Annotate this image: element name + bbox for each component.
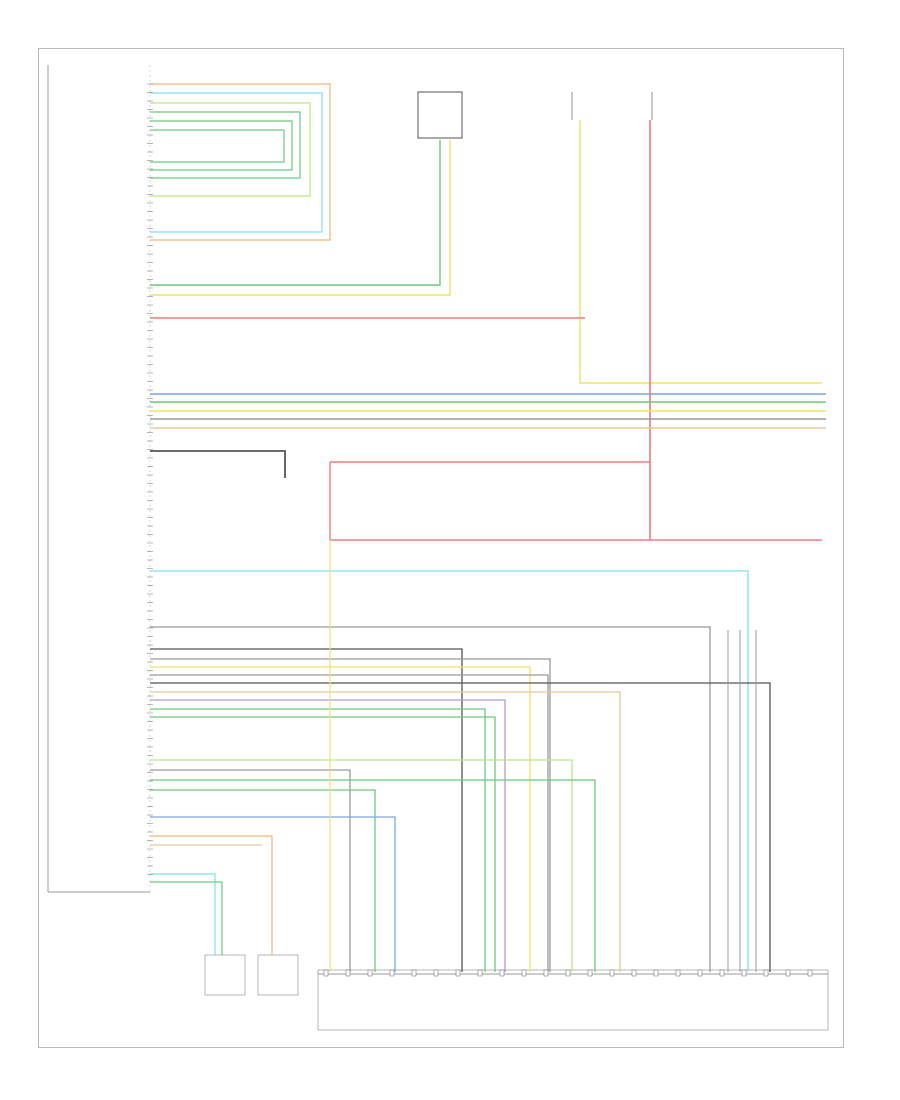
bottom-component-1	[204, 954, 246, 996]
wire-lower-10	[150, 716, 496, 972]
wire-orange-stub	[150, 835, 273, 955]
connector-pin	[587, 969, 593, 977]
connector-pin	[565, 969, 571, 977]
wire-yellow-feed	[579, 120, 822, 384]
wire-yellow-to-top-component	[150, 140, 451, 296]
connector-pin	[675, 969, 681, 977]
connector-pin	[499, 969, 505, 977]
wire-red-branch-lower	[329, 462, 650, 541]
wire-lower-9	[150, 708, 486, 972]
connector-pin	[543, 969, 549, 977]
wire-lower-6	[150, 682, 771, 972]
connector-pin	[763, 969, 769, 977]
wire-lower-2	[150, 648, 463, 972]
wire-lower-8	[150, 699, 506, 972]
connector-pin	[367, 969, 373, 977]
wire-lower-14	[150, 789, 376, 972]
connector-pin	[433, 969, 439, 977]
connector-pin	[631, 969, 637, 977]
wire-green-loop-2	[150, 120, 293, 171]
wire-orange-loop	[150, 83, 331, 241]
connector-pin	[785, 969, 791, 977]
wire-green-to-top-component	[150, 140, 441, 286]
wire-red-feed-2	[649, 120, 822, 541]
wire-lower-15	[150, 816, 396, 972]
wire-lower-7	[150, 691, 621, 972]
diagram-frame	[38, 48, 844, 1048]
connector-pin	[411, 969, 417, 977]
connector-pin	[455, 969, 461, 977]
connector-pin	[521, 969, 527, 977]
wire-lower-1	[150, 626, 711, 972]
wire-lower-11	[150, 759, 573, 972]
connector-pin	[719, 969, 725, 977]
connector-pin	[345, 969, 351, 977]
pin-ticks-group	[147, 83, 813, 977]
top-component-box	[417, 91, 463, 139]
connector-pin	[697, 969, 703, 977]
connector-pin	[389, 969, 395, 977]
connector-pin	[477, 969, 483, 977]
wire-lower-13	[150, 779, 596, 972]
wire-green-loop-1	[150, 111, 301, 179]
bottom-connector-outline	[317, 969, 829, 1031]
connector-pin	[653, 969, 659, 977]
wire-cyan-loop	[150, 92, 323, 233]
wire-lower-4	[150, 666, 531, 972]
vertical-taps-group	[727, 630, 757, 972]
wire-green-loop-3	[150, 129, 285, 163]
bottom-component-2	[257, 954, 299, 996]
connector-pin	[323, 969, 329, 977]
wire-cyan-stub	[150, 873, 216, 955]
wire-lightgreen-loop	[150, 102, 311, 197]
wire-ground	[150, 450, 286, 478]
connector-pin	[741, 969, 747, 977]
wire-lower-12	[150, 769, 351, 972]
wire-green-stub	[150, 881, 223, 955]
connector-pin	[609, 969, 615, 977]
wire-lower-3	[150, 658, 551, 972]
wire-lower-0	[150, 570, 749, 972]
wire-lower-5	[150, 674, 549, 972]
wires-group	[150, 83, 826, 972]
connector-pin	[807, 969, 813, 977]
